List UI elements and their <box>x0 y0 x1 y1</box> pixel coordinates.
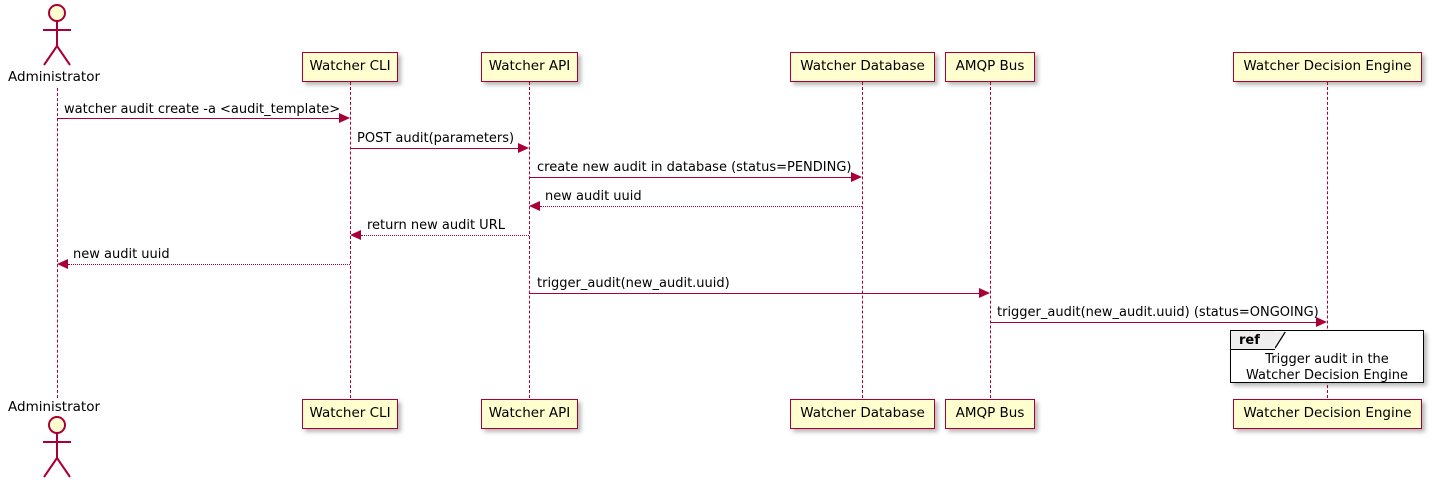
participant-box-watcher-database-top[interactable]: Watcher Database <box>790 52 935 82</box>
participant-box-watcher-cli-bottom[interactable]: Watcher CLI <box>302 399 398 429</box>
participant-box-watcher-decision-engine-bottom[interactable]: Watcher Decision Engine <box>1233 399 1422 429</box>
participant-box-watcher-database-bottom[interactable]: Watcher Database <box>790 399 935 429</box>
lifeline-watcher-decision-engine <box>1327 82 1328 398</box>
ref-fragment-body: Trigger audit in the Watcher Decision En… <box>1231 352 1423 384</box>
message-label-2: POST audit(parameters) <box>357 131 515 146</box>
message-label-1: watcher audit create -a <audit_template> <box>64 102 341 117</box>
actor-administrator-top <box>35 2 79 72</box>
message-arrowhead-3 <box>851 172 862 182</box>
ref-fragment-tab-notch <box>1275 331 1287 350</box>
message-line-5 <box>361 235 529 236</box>
message-line-6 <box>68 264 350 265</box>
message-line-2 <box>350 148 518 149</box>
participant-box-amqp-bus-top[interactable]: AMQP Bus <box>945 52 1035 82</box>
message-label-4: new audit uuid <box>545 189 642 204</box>
ref-fragment-line-2: Watcher Decision Engine <box>1246 368 1408 383</box>
actor-figure-icon <box>43 4 71 66</box>
message-label-7: trigger_audit(new_audit.uuid) <box>537 276 730 291</box>
actor-label-administrator-bottom: Administrator <box>8 399 101 415</box>
participant-box-watcher-api-bottom[interactable]: Watcher API <box>481 399 578 429</box>
participant-box-amqp-bus-bottom[interactable]: AMQP Bus <box>945 399 1035 429</box>
message-line-3 <box>529 177 851 178</box>
message-arrowhead-5 <box>350 230 361 240</box>
actor-label-administrator-top: Administrator <box>8 69 101 85</box>
actor-administrator-bottom <box>35 414 79 484</box>
participant-box-watcher-decision-engine-top[interactable]: Watcher Decision Engine <box>1233 52 1422 82</box>
participant-box-watcher-cli-top[interactable]: Watcher CLI <box>302 52 398 82</box>
actor-figure-icon <box>43 416 71 478</box>
message-arrowhead-4 <box>529 201 540 211</box>
lifeline-watcher-database <box>862 82 863 398</box>
ref-fragment: ref Trigger audit in the Watcher Decisio… <box>1230 330 1424 383</box>
lifeline-watcher-api <box>529 82 530 398</box>
message-label-5: return new audit URL <box>367 218 505 233</box>
message-arrowhead-6 <box>57 259 68 269</box>
message-line-4 <box>540 206 862 207</box>
message-arrowhead-1 <box>339 113 350 123</box>
ref-fragment-line-1: Trigger audit in the <box>1265 352 1389 367</box>
message-arrowhead-7 <box>979 288 990 298</box>
lifeline-amqp-bus <box>990 82 991 398</box>
message-arrowhead-2 <box>518 143 529 153</box>
message-arrowhead-8 <box>1316 317 1327 327</box>
message-line-8 <box>990 322 1316 323</box>
message-line-7 <box>529 293 979 294</box>
message-label-3: create new audit in database (status=PEN… <box>537 160 852 175</box>
participant-box-watcher-api-top[interactable]: Watcher API <box>481 52 578 82</box>
lifeline-watcher-cli <box>350 82 351 398</box>
message-label-8: trigger_audit(new_audit.uuid) (status=ON… <box>997 305 1319 320</box>
lifeline-administrator <box>57 88 58 398</box>
message-label-6: new audit uuid <box>73 247 170 262</box>
message-line-1 <box>57 118 339 119</box>
